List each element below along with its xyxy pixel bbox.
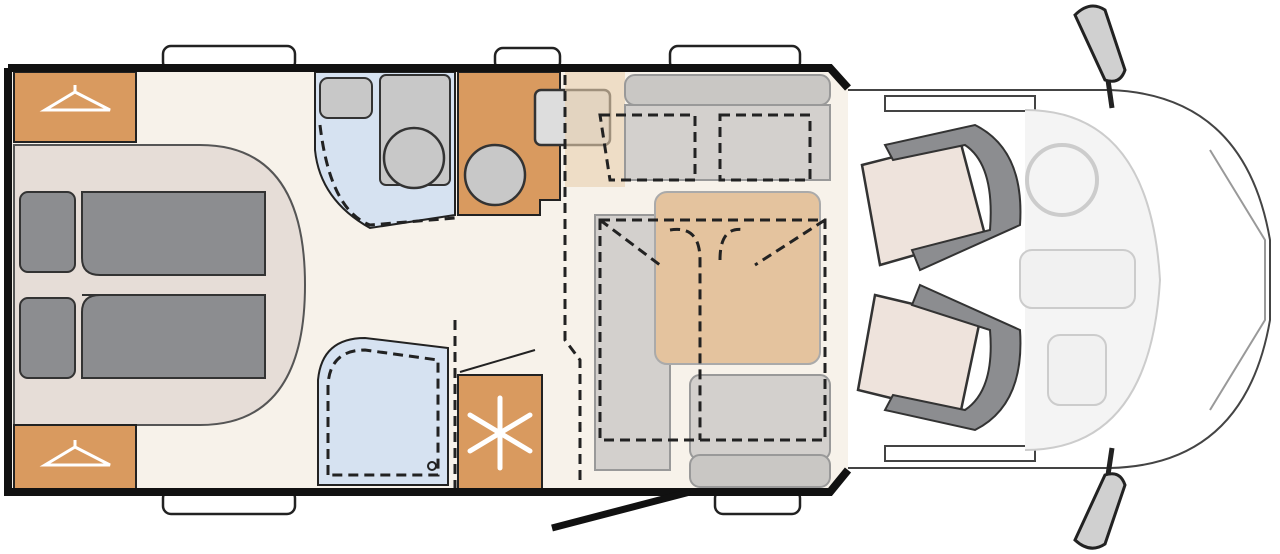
kitchen-extension bbox=[565, 72, 625, 187]
cab-seat-driver bbox=[860, 123, 1022, 272]
hanger-icon bbox=[39, 85, 111, 467]
seat bbox=[689, 374, 831, 461]
bed-cushions bbox=[19, 191, 266, 379]
entry-door[interactable] bbox=[551, 488, 691, 532]
seat-back bbox=[689, 454, 831, 488]
drain-icon bbox=[427, 461, 437, 471]
cab-console bbox=[1019, 249, 1136, 309]
wardrobes bbox=[13, 71, 137, 490]
washbasin-icon bbox=[463, 143, 527, 207]
mirror bbox=[1073, 4, 1127, 83]
pillow bbox=[19, 191, 76, 273]
seat bbox=[624, 104, 831, 181]
cab-seat-passenger bbox=[856, 283, 1022, 432]
seat-back bbox=[624, 74, 831, 106]
door-swing bbox=[459, 349, 536, 373]
mirror bbox=[1073, 472, 1127, 550]
mattress bbox=[81, 191, 266, 276]
outer-wall bbox=[4, 64, 852, 496]
toilet-icon bbox=[382, 126, 446, 190]
rear-bed bbox=[13, 144, 307, 426]
wardrobe bbox=[13, 424, 137, 490]
table bbox=[654, 191, 821, 365]
pillow bbox=[19, 297, 76, 379]
snowflake-icon bbox=[467, 395, 533, 471]
wardrobe bbox=[13, 71, 137, 143]
dinette bbox=[563, 74, 831, 488]
mattress bbox=[81, 294, 266, 379]
steering-wheel-icon bbox=[1025, 143, 1099, 217]
side-mirrors bbox=[1073, 4, 1127, 550]
cab-console bbox=[1047, 334, 1107, 406]
sink-icon bbox=[319, 77, 373, 119]
shower bbox=[317, 336, 449, 486]
